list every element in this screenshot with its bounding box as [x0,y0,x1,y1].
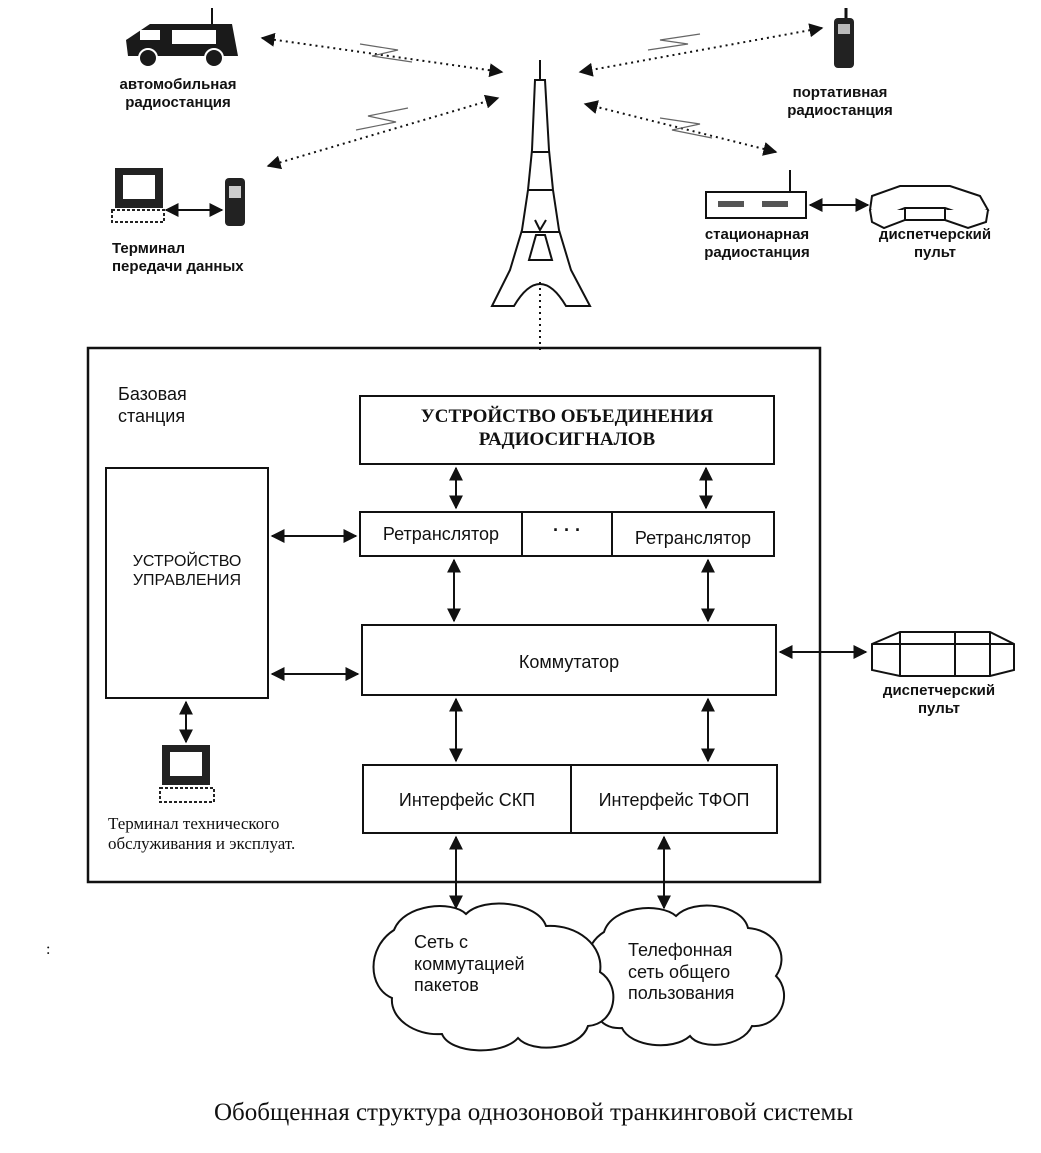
dispatcher-console-right-label-line2: пульт [918,700,960,717]
maintenance-terminal-label: Терминал технического обслуживания и экс… [108,814,295,855]
dispatcher-console-top-label: диспетчерский пульт [870,226,1000,262]
portable-radio-label-line1: портативная [792,84,888,101]
portable-radio-icon [834,8,854,68]
packet-network-label-line3: пакетов [414,975,479,996]
base-station-title-line2: станция [118,405,186,426]
dispatcher-console-top-label-line2: пульт [914,244,956,261]
combiner-label: УСТРОЙСТВО ОБЪЕДИНЕНИЯ РАДИОСИГНАЛОВ [360,406,774,452]
iface-pstn-label: Интерфейс ТФОП [598,790,750,810]
repeater-ellipsis: · · · [553,520,581,540]
control-unit-label-line1: УСТРОЙСТВО [132,553,242,570]
pstn-label: Телефонная сеть общего пользования [628,940,734,1005]
packet-network-cloud [372,902,615,1052]
combiner-box [359,395,775,465]
connection-arrows [179,466,868,910]
car-radio-label: автомобильная радиостанция [118,76,238,112]
switch-label: Коммутатор [518,652,620,672]
dispatcher-console-top-label-line1: диспетчерский [878,226,992,243]
dispatcher-console-right-label: диспетчерский пульт [874,682,1004,718]
fixed-radio-label-line2: радиостанция [704,244,810,261]
repeater-right-label: Ретранслятор [634,528,752,548]
radio-links [260,23,824,170]
switch-box [361,624,777,696]
portable-radio-label-line2: радиостанция [787,102,893,119]
combiner-label-line1: УСТРОЙСТВО ОБЪЕДИНЕНИЯ [420,406,714,427]
car-radio-icon [126,8,238,68]
packet-network-label: Сеть с коммутацией пакетов [414,932,525,997]
data-terminal-label-line1: Терминал [112,240,185,257]
fixed-radio-icon [705,170,807,219]
fixed-radio-label-line1: стационарная [704,226,810,243]
lightning-icons [355,33,713,139]
control-unit-label-line2: УПРАВЛЕНИЯ [132,572,242,590]
data-terminal-label: Терминал передачи данных [112,240,244,276]
fixed-radio-label: стационарная радиостанция [692,226,822,262]
maintenance-terminal-label-line2: обслуживания и эксплуат. [108,834,296,854]
control-unit-label: УСТРОЙСТВО УПРАВЛЕНИЯ [106,552,268,590]
car-radio-label-line2: радиостанция [125,94,231,111]
handheld-radio-icon [225,178,245,226]
packet-network-label-line1: Сеть с [414,932,469,952]
control-unit-box [105,467,269,699]
pstn-label-line1: Телефонная [628,940,733,960]
maintenance-terminal-icon [159,745,215,803]
portable-radio-label: портативная радиостанция [780,84,900,120]
base-station-title: Базовая станция [118,384,187,427]
dispatcher-console-right-icon [871,631,1015,677]
combiner-label-line2: РАДИОСИГНАЛОВ [478,428,656,450]
maintenance-terminal-label-line1: Терминал технического [108,814,280,833]
pstn-label-line3: пользования [628,983,735,1004]
pstn-label-line2: сеть общего [628,961,731,982]
stray-mark: : [46,941,51,958]
data-terminal-icon [111,168,165,223]
base-station-title-line1: Базовая [118,384,187,404]
packet-network-label-line2: коммутацией [414,953,525,974]
dispatcher-console-icon [868,185,990,230]
antenna-tower-icon [490,60,592,350]
car-radio-label-line1: автомобильная [119,76,237,93]
repeaters-box [359,511,775,557]
figure-caption: Обобщенная структура однозоновой транкин… [214,1099,854,1126]
repeater-left-label: Ретранслятор [382,524,500,544]
dispatcher-console-right-label-line1: диспетчерский [882,682,996,699]
iface-packet-label: Интерфейс СКП [398,790,536,810]
data-terminal-label-line2: передачи данных [112,258,244,275]
